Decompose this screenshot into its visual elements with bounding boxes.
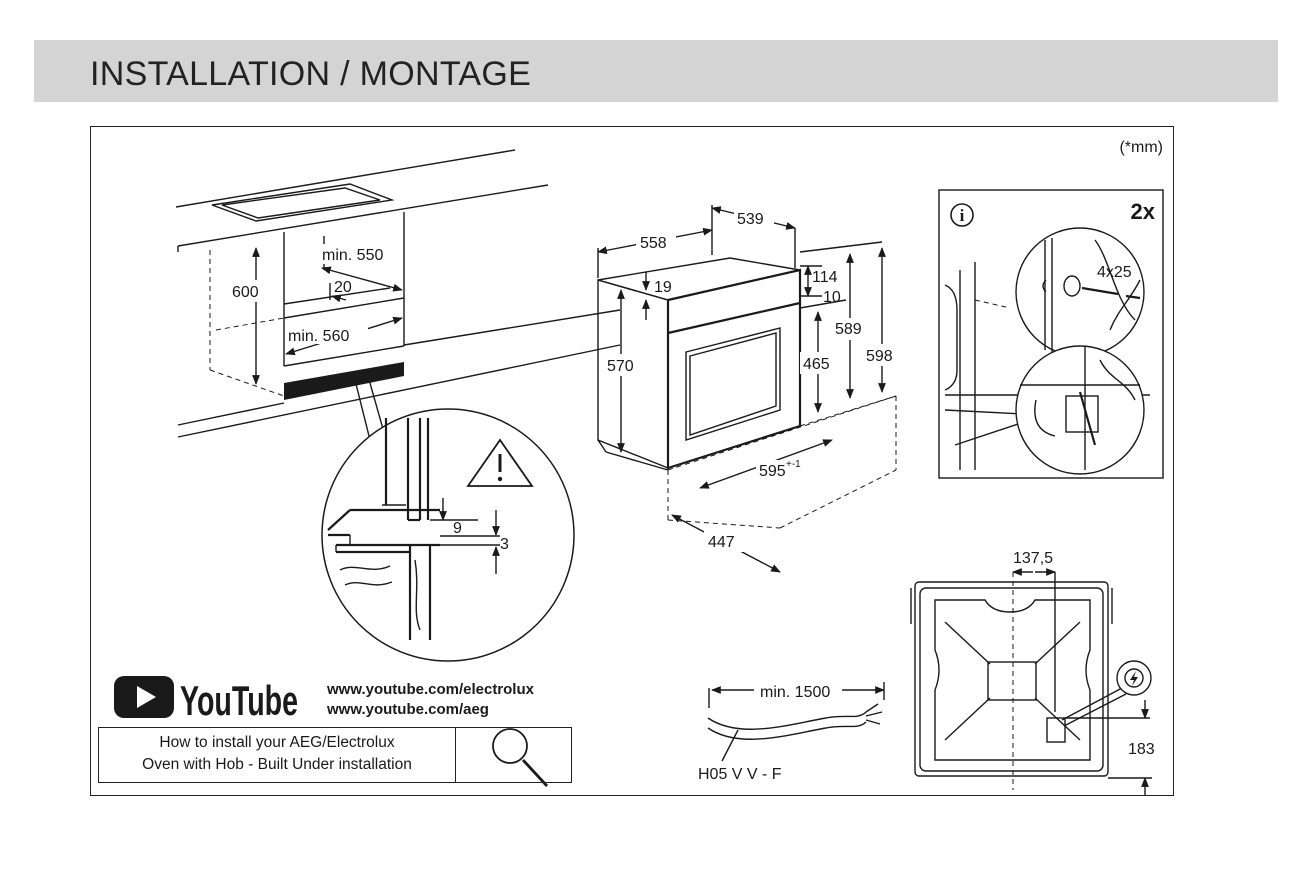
cable-drawing — [707, 682, 885, 762]
youtube-url-electrolux[interactable]: www.youtube.com/electrolux — [327, 681, 534, 698]
info-icon-glyph: i — [960, 206, 965, 225]
magnifier-icon — [492, 728, 549, 787]
screw-size: 4x25 — [1097, 264, 1132, 281]
back-view-drawing — [910, 568, 1152, 795]
units-note: (*mm) — [1119, 139, 1163, 156]
howto-divider — [455, 727, 457, 783]
dim-total-height: 598 — [866, 348, 893, 365]
fixing-box — [938, 189, 1164, 479]
dim-vertical-offset: 183 — [1128, 741, 1155, 758]
howto-text: How to install your AEG/Electrolux Oven … — [100, 732, 454, 776]
oven-drawing — [597, 205, 897, 573]
dim-depth-body: 539 — [737, 211, 764, 228]
lightning-icon — [1124, 668, 1144, 688]
dim-cabinet-height: 600 — [232, 284, 259, 301]
youtube-logo — [114, 676, 174, 718]
howto-line-2: Oven with Hob - Built Under installation — [142, 756, 412, 773]
cable-min-length: min. 1500 — [760, 684, 830, 701]
dim-width-base: 595 — [759, 463, 786, 480]
dim-panel-gap: 10 — [823, 289, 841, 306]
dim-horizontal-offset: 137,5 — [1013, 550, 1053, 567]
howto-line-1: How to install your AEG/Electrolux — [159, 734, 395, 751]
dim-width-tolerance: +-1 — [786, 459, 801, 470]
header-band — [34, 40, 1278, 102]
page-title: INSTALLATION / MONTAGE — [90, 55, 532, 93]
dim-front-top: 19 — [654, 279, 672, 296]
dim-body-height: 570 — [607, 358, 634, 375]
dim-min-depth: min. 550 — [322, 247, 383, 264]
dim-detail-clearance: 3 — [500, 536, 509, 553]
youtube-logo-text: YouTube — [180, 677, 298, 724]
dim-depth-top: 558 — [640, 235, 667, 252]
cable-type: H05 V V - F — [698, 766, 782, 783]
howto-box — [98, 727, 572, 783]
info-icon — [950, 203, 974, 227]
diagram-frame — [90, 126, 1174, 796]
dim-total-depth: 447 — [708, 534, 735, 551]
fixing-quantity: 2x — [1131, 199, 1156, 224]
dim-offset: 20 — [334, 279, 352, 296]
youtube-url-aeg[interactable]: www.youtube.com/aeg — [327, 701, 489, 718]
detail-circle — [321, 375, 575, 662]
dim-door-height: 465 — [803, 356, 830, 373]
dim-min-width: min. 560 — [288, 328, 349, 345]
dim-inner-height: 589 — [835, 321, 862, 338]
dim-panel-height: 114 — [812, 269, 838, 286]
dim-detail-gap: 9 — [453, 520, 462, 537]
